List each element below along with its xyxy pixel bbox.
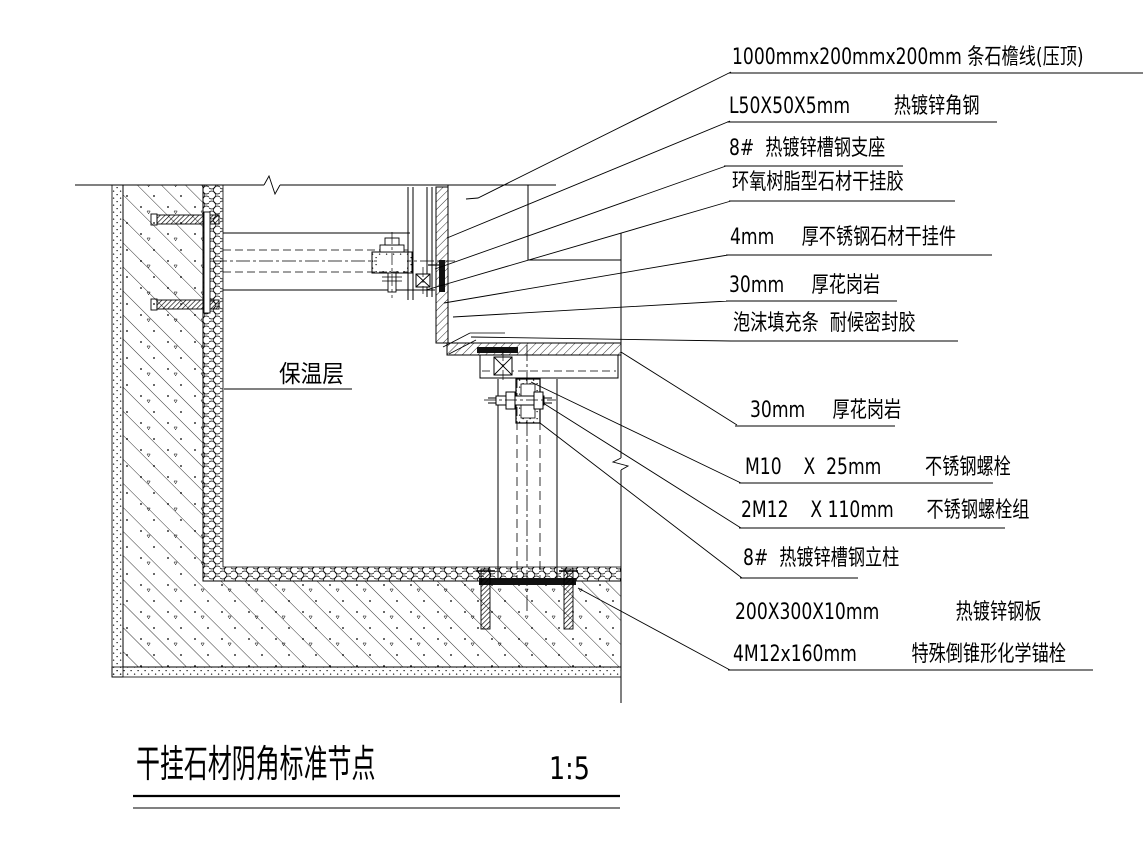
insulation-layer — [202, 184, 622, 582]
callout-channel-column: 8# 热镀锌槽钢立柱 — [743, 546, 900, 571]
leader-lines — [224, 71, 1143, 671]
base-plate-assembly — [476, 568, 578, 630]
callout-bolt-m10: M10 X 25mm 不锈钢螺栓 — [745, 455, 1011, 480]
soffit-bracket — [479, 354, 619, 379]
callout-foam-sealant: 泡沫填充条 耐候密封胶 — [733, 311, 916, 336]
wall-outer-render-band — [111, 184, 124, 678]
embed-plate — [203, 211, 211, 314]
upper-bolt-assembly — [371, 232, 431, 298]
callout-angle-steel: L50X50X5mm 热镀锌角钢 — [729, 94, 980, 119]
break-mark-face — [611, 457, 630, 471]
callout-bolt-2m12: 2M12 X 110mm 不锈钢螺栓组 — [741, 498, 1030, 523]
wall-anchors — [150, 211, 220, 314]
callout-channel-seat: 8# 热镀锌槽钢支座 — [729, 136, 886, 161]
granite-panel-soffit — [446, 342, 622, 356]
anchor-bolt-right — [563, 568, 574, 630]
granite-panel-vertical — [428, 186, 449, 344]
callout-stone-cornice: 1000mmx200mmx200mm 条石檐线(压顶) — [732, 45, 1084, 70]
title-rules — [133, 794, 620, 809]
callout-chemical-anchor: 4M12x160mm 特殊倒锥形化学锚栓 — [733, 642, 1066, 667]
insulation-label: 保温层 — [279, 360, 344, 388]
corner-joint-lines — [442, 332, 505, 355]
floor-bottom-render-band — [111, 666, 622, 678]
soffit-assembly — [442, 332, 622, 383]
anchor-bolt-left — [480, 568, 491, 630]
callout-steel-plate: 200X300X10mm 热镀锌钢板 — [735, 600, 1042, 625]
hanger-slot — [439, 260, 445, 292]
sheet-scale: 1:5 — [549, 751, 590, 787]
soffit-hanger-plate — [477, 347, 518, 353]
callout-ss-hanger: 4mm 厚不锈钢石材干挂件 — [730, 225, 957, 250]
bolt-2m12-shaft — [495, 395, 545, 406]
callout-granite-soffit: 30mm 厚花岗岩 — [750, 398, 902, 423]
break-mark-top — [263, 174, 281, 196]
concrete-structure — [111, 184, 622, 678]
column-connection — [484, 378, 556, 424]
base-plate — [479, 578, 576, 585]
sheet-title: 干挂石材阴角标准节点 — [136, 742, 376, 786]
callout-epoxy-adhesive: 环氧树脂型石材干挂胶 — [732, 170, 904, 195]
callout-granite-vertical: 30mm 厚花岗岩 — [729, 273, 881, 298]
